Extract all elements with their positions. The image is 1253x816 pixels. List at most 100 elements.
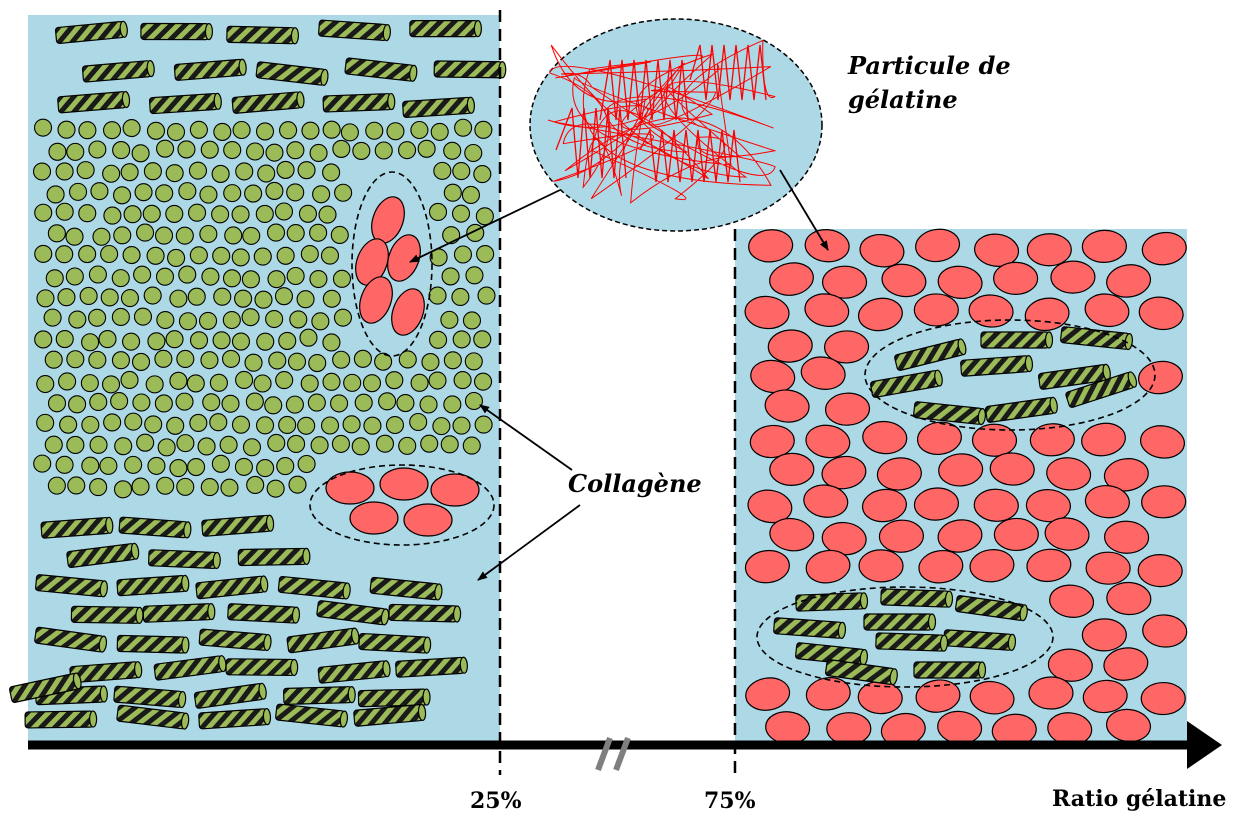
- collagen-particle-icon: [34, 330, 53, 349]
- collagen-particle-icon: [81, 333, 100, 352]
- collagen-particle-icon: [200, 351, 219, 370]
- collagen-particle-icon: [430, 122, 449, 141]
- axis-break-mark-2: [613, 736, 631, 772]
- collagen-particle-icon: [443, 183, 462, 202]
- collagen-particle-icon: [222, 349, 241, 368]
- gelatin-particle-icon: [391, 288, 425, 336]
- collagen-particle-icon: [47, 476, 66, 495]
- collagen-particle-icon: [410, 373, 429, 392]
- gelatin-particle-icon: [878, 519, 925, 553]
- collagen-particle-icon: [155, 184, 174, 203]
- collagen-particle-icon: [175, 392, 194, 411]
- collagen-particle-icon: [103, 413, 122, 432]
- collagen-particle-icon: [187, 458, 206, 477]
- collagen-particle-icon: [420, 434, 439, 453]
- collagen-particle-icon: [267, 270, 286, 289]
- collagen-particle-icon: [36, 374, 55, 394]
- collagen-fiber-icon: [70, 605, 144, 624]
- collagen-particle-icon: [307, 393, 326, 412]
- gelatin-particle-icon: [1025, 489, 1072, 523]
- collagen-fiber-icon: [913, 661, 987, 679]
- collagen-fiber-icon: [875, 632, 949, 652]
- collagen-particle-icon: [32, 162, 52, 181]
- collagen-particle-icon: [340, 123, 359, 142]
- collagen-fiber-icon: [116, 574, 190, 597]
- gelatin-particle-icon: [1082, 679, 1128, 714]
- gelatin-particle-icon: [1044, 517, 1090, 551]
- collagen-particle-icon: [187, 287, 206, 306]
- collagen-particle-icon: [309, 143, 328, 163]
- collagen-particle-icon: [124, 412, 143, 431]
- collagen-particle-icon: [299, 328, 318, 347]
- collagen-particle-icon: [89, 478, 108, 497]
- collagen-particle-icon: [452, 162, 471, 181]
- collagen-particle-icon: [454, 118, 473, 137]
- collagen-particle-icon: [113, 226, 132, 245]
- collagen-fiber-icon: [198, 708, 272, 730]
- axis-break-mark-1: [595, 736, 613, 772]
- collagen-particle-icon: [245, 142, 265, 161]
- collagen-fiber-icon: [286, 627, 360, 654]
- collagen-fiber-icon: [358, 632, 432, 654]
- collagen-particle-icon: [461, 185, 480, 204]
- axis-arrowhead: [1187, 721, 1222, 769]
- gelatin-particle-icon: [824, 392, 871, 426]
- collagen-particle-icon: [428, 286, 447, 305]
- collagen-particle-icon: [34, 203, 53, 222]
- collagen-particle-icon: [244, 184, 263, 203]
- collagen-particle-icon: [374, 352, 393, 371]
- gelatin-particle-icon: [1138, 296, 1184, 331]
- collagen-fiber-icon: [825, 659, 898, 686]
- collagen-particle-icon: [235, 162, 254, 181]
- collagen-particle-icon: [274, 202, 294, 221]
- collagen-particle-icon: [222, 269, 242, 288]
- collagen-particle-icon: [300, 244, 319, 264]
- collagen-particle-icon: [265, 143, 284, 162]
- collagen-fiber-icon: [116, 634, 190, 654]
- gelatin-particle-icon: [1085, 551, 1131, 585]
- collagen-fiber-icon: [140, 22, 214, 41]
- gelatin-particle-icon: [749, 424, 795, 459]
- gelatin-particle-icon: [937, 519, 983, 553]
- collagen-particle-icon: [410, 120, 429, 140]
- collagen-fiber-icon: [225, 658, 299, 677]
- gelatin-particle-icon: [823, 330, 870, 364]
- collagen-particle-icon: [211, 205, 230, 224]
- collagen-particle-icon: [474, 372, 493, 391]
- gelatin-particle-icon: [800, 356, 846, 390]
- gelatin-particle-icon: [826, 712, 872, 746]
- collagen-particle-icon: [36, 289, 55, 308]
- collagen-particle-icon: [322, 372, 341, 391]
- collagen-fiber-icon: [173, 58, 247, 81]
- collagen-particle-icon: [156, 310, 175, 330]
- collagen-particle-icon: [197, 437, 216, 456]
- collagen-particle-icon: [92, 227, 111, 246]
- collagen-particle-icon: [464, 352, 483, 371]
- gelatin-particle-icon: [861, 488, 907, 523]
- tick-label-25: 25%: [470, 788, 522, 814]
- collagen-particle-icon: [476, 244, 495, 264]
- collagen-particle-icon: [255, 122, 275, 141]
- gelatin-particle-icon: [1103, 520, 1150, 554]
- collagen-fiber-icon: [116, 704, 190, 730]
- collagen-particle-icon: [375, 434, 395, 453]
- collagen-fiber-icon: [795, 592, 869, 612]
- collagen-particle-icon: [298, 204, 317, 223]
- gelatin-particle-icon: [993, 517, 1039, 552]
- gelatin-particle-icon: [989, 452, 1035, 486]
- collagen-particle-icon: [286, 183, 305, 202]
- collagen-particle-icon: [398, 350, 417, 369]
- collagen-particle-icon: [103, 206, 122, 225]
- collagen-particle-icon: [231, 248, 250, 267]
- collagen-fiber-icon: [54, 20, 128, 44]
- collagen-fiber-icon: [880, 588, 954, 608]
- collagen-particle-icon: [142, 204, 161, 223]
- collagen-particle-icon: [78, 245, 97, 264]
- cluster-outline-right-top: [864, 319, 1156, 431]
- collagen-particle-icon: [131, 477, 150, 496]
- gelatin-particle-icon: [750, 359, 796, 394]
- collagen-particle-icon: [212, 246, 231, 265]
- collagen-particle-icon: [202, 393, 221, 412]
- collagen-particle-icon: [200, 478, 219, 497]
- collagen-particle-icon: [110, 392, 129, 411]
